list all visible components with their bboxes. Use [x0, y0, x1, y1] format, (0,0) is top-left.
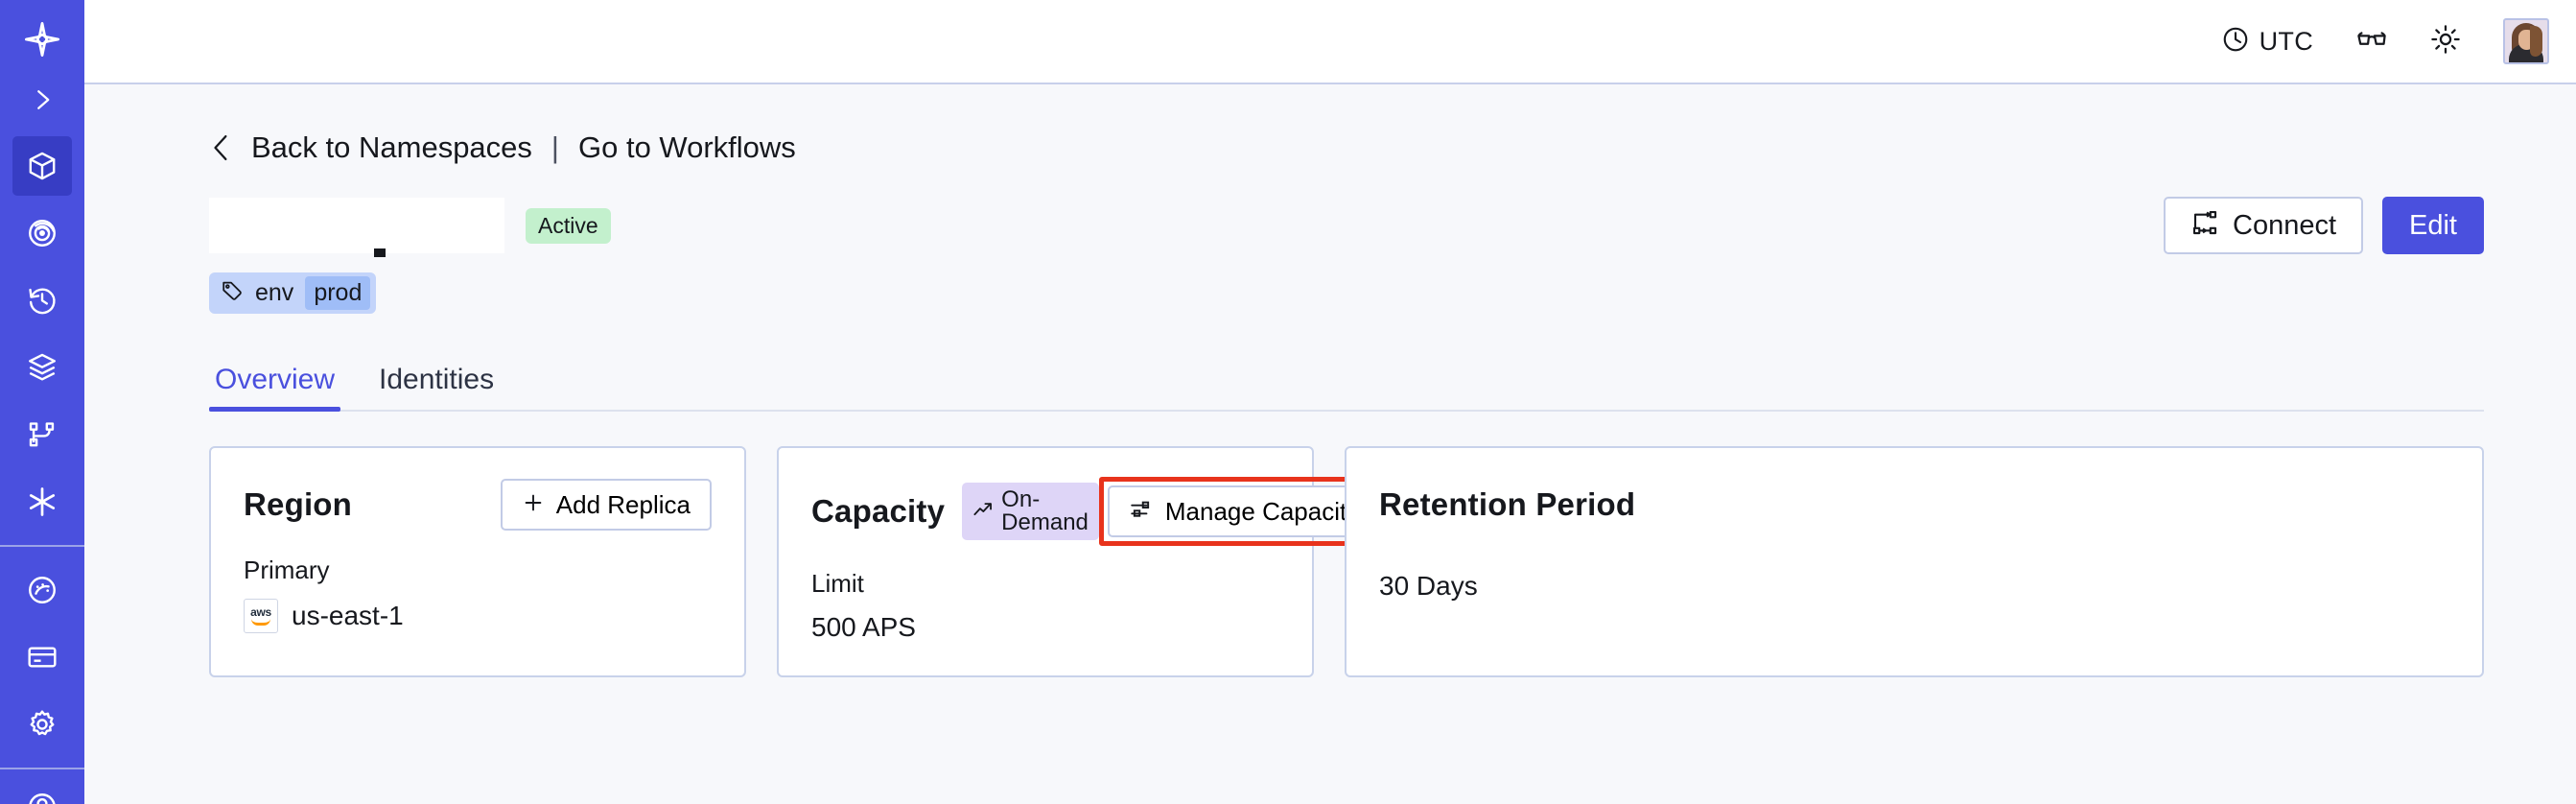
sidebar-divider	[0, 545, 84, 547]
aws-icon-text: aws	[250, 605, 271, 619]
sidebar-item-namespaces[interactable]	[12, 136, 72, 196]
sidebar-item-usage[interactable]	[12, 560, 72, 620]
page-title	[209, 198, 504, 257]
sidebar-item-schedules[interactable]	[12, 405, 72, 464]
layers-icon	[26, 351, 59, 384]
header-actions: Connect Edit	[2164, 197, 2484, 254]
title-redaction-mark	[374, 248, 386, 257]
card-region-header: Region Add Replica	[244, 477, 712, 532]
breadcrumb-separator: |	[550, 130, 559, 164]
overview-cards: Region Add Replica Primary	[209, 446, 2484, 677]
theme-toggle-button[interactable]	[2409, 24, 2482, 59]
sidebar-item-observability[interactable]	[12, 203, 72, 263]
card-region-title: Region	[244, 486, 353, 522]
namespace-tags: env prod	[209, 272, 2484, 314]
breadcrumb-workflows-link[interactable]: Go to Workflows	[577, 130, 796, 164]
cube-icon	[26, 150, 59, 182]
gear-icon	[26, 708, 59, 741]
clock-icon	[2221, 25, 2250, 59]
sidebar-item-logo[interactable]	[12, 8, 72, 71]
topbar: UTC	[84, 0, 2576, 84]
credit-card-icon	[26, 641, 59, 674]
card-capacity-value: 500 APS	[811, 612, 916, 642]
sidebar-item-history[interactable]	[12, 271, 72, 330]
on-demand-badge-label: On-Demand	[1001, 486, 1089, 535]
sidebar-item-account[interactable]	[12, 777, 72, 804]
tab-identities[interactable]: Identities	[379, 364, 495, 395]
reading-mode-button[interactable]	[2334, 23, 2409, 60]
aws-icon: aws	[244, 599, 278, 633]
main-area: UTC	[84, 0, 2576, 804]
spiral-eye-icon	[26, 217, 59, 249]
timezone-selector[interactable]: UTC	[2200, 25, 2334, 59]
connect-button-label: Connect	[2233, 209, 2337, 241]
card-retention-title: Retention Period	[1379, 486, 1636, 522]
card-region: Region Add Replica Primary	[209, 446, 746, 677]
tag-icon	[221, 279, 244, 307]
tag-value: prod	[305, 276, 371, 310]
connect-flow-icon	[2190, 208, 2219, 243]
status-badge: Active	[526, 207, 611, 244]
chevron-right-icon	[28, 85, 57, 114]
namespace-title-row: Active	[209, 197, 2484, 257]
sliders-icon	[1129, 497, 1154, 526]
timezone-label: UTC	[2259, 26, 2313, 56]
asterisk-icon	[25, 485, 59, 519]
avatar[interactable]	[2503, 18, 2549, 64]
card-capacity-title: Capacity	[811, 493, 946, 529]
card-region-value: us-east-1	[292, 601, 404, 630]
manage-capacity-label: Manage Capacity	[1164, 497, 1360, 526]
chevron-left-icon[interactable]	[209, 131, 234, 164]
card-retention-value: 30 Days	[1379, 571, 1478, 601]
sidebar-item-batch[interactable]	[12, 338, 72, 397]
content: Back to Namespaces | Go to Workflows Act…	[84, 84, 2576, 804]
card-capacity-sublabel: Limit	[811, 569, 864, 598]
sidebar	[0, 0, 84, 804]
aws-icon-smile	[251, 619, 270, 626]
breadcrumb-back-link[interactable]: Back to Namespaces	[251, 130, 532, 164]
temporal-logo-icon	[22, 19, 62, 59]
breadcrumb: Back to Namespaces | Go to Workflows	[209, 130, 2484, 165]
clock-rewind-icon	[26, 284, 59, 317]
sun-icon	[2430, 24, 2461, 59]
tab-overview[interactable]: Overview	[209, 364, 341, 412]
card-region-sublabel: Primary	[244, 556, 330, 584]
connect-button[interactable]: Connect	[2164, 197, 2364, 254]
edit-button-label: Edit	[2409, 209, 2457, 241]
trending-up-icon	[972, 499, 994, 525]
card-capacity-header: Capacity On-Demand	[811, 477, 1390, 546]
plus-icon	[522, 491, 545, 518]
card-retention: Retention Period 30 Days	[1345, 446, 2484, 677]
sidebar-divider	[0, 768, 84, 769]
tag-key: env	[255, 279, 294, 306]
sidebar-item-settings[interactable]	[12, 695, 72, 754]
add-replica-label: Add Replica	[555, 490, 691, 519]
manage-capacity-button[interactable]: Manage Capacity	[1107, 485, 1381, 537]
edit-button[interactable]: Edit	[2382, 197, 2484, 254]
sidebar-item-nexus[interactable]	[12, 472, 72, 532]
card-retention-header: Retention Period	[1379, 477, 2449, 532]
on-demand-badge: On-Demand	[962, 483, 1099, 540]
avatar-hair-side	[2530, 26, 2542, 57]
sidebar-item-billing[interactable]	[12, 627, 72, 687]
tab-bar: Overview Identities	[209, 350, 2484, 412]
branch-nodes-icon	[27, 419, 58, 450]
gauge-icon	[26, 574, 59, 606]
tag-chip-env[interactable]: env prod	[209, 272, 377, 314]
user-circle-icon	[26, 791, 59, 804]
manage-capacity-highlight: Manage Capacity	[1098, 477, 1390, 546]
card-region-value-row: aws us-east-1	[244, 599, 712, 633]
add-replica-button[interactable]: Add Replica	[500, 479, 712, 531]
sidebar-expand-button[interactable]	[12, 71, 72, 129]
card-capacity: Capacity On-Demand	[777, 446, 1390, 677]
glasses-icon	[2355, 23, 2388, 60]
